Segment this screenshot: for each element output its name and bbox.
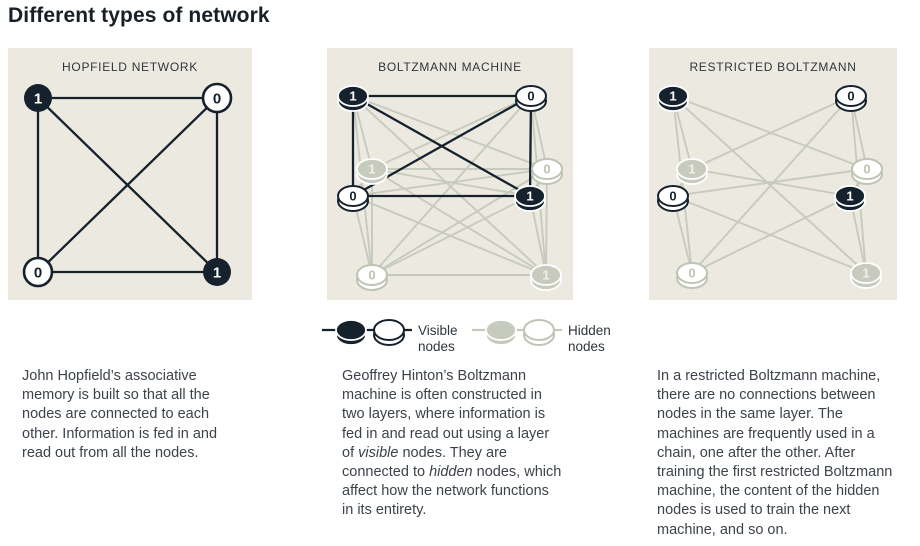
svg-text:0: 0	[368, 268, 375, 283]
node-visible-0	[373, 319, 405, 346]
restricted-boltzmann-description: In a restricted Boltzmann machine,there …	[657, 368, 893, 538]
legend-label: nodes	[418, 339, 455, 354]
network-edge-gray	[371, 95, 532, 170]
svg-text:0: 0	[669, 189, 676, 204]
node-hidden-0: 0	[851, 158, 883, 185]
network-edge-gray	[545, 168, 548, 276]
network-edge-gray	[691, 95, 852, 274]
hopfield-network-diagram: 1 0 0 1	[22, 82, 233, 288]
network-edge-gray	[530, 95, 547, 276]
network-edge-gray	[371, 168, 548, 276]
legend-label: Hidden	[568, 323, 611, 338]
node-visible-1: 1	[514, 185, 546, 212]
svg-text:1: 1	[34, 91, 42, 108]
node-visible-1: 1	[657, 85, 689, 112]
svg-text:1: 1	[349, 89, 356, 104]
network-edge-gray	[352, 95, 373, 276]
svg-text:1: 1	[862, 266, 869, 281]
legend-label: nodes	[568, 339, 605, 354]
network-edge-gray	[672, 95, 867, 274]
svg-text:0: 0	[34, 265, 42, 282]
svg-text:1: 1	[669, 89, 676, 104]
hopfield-panel-caption: HOPFIELD NETWORK	[62, 60, 198, 74]
node-visible-0: 0	[657, 185, 689, 212]
node-visible-0: 0	[201, 82, 233, 114]
network-edge-gray	[371, 95, 532, 276]
svg-text:1: 1	[368, 162, 375, 177]
node-visible-0: 0	[337, 185, 369, 212]
hopfield-panel: 1 0 0 1 HOPFIELD NETWORK	[8, 48, 252, 300]
node-hidden-0: 0	[531, 158, 563, 185]
node-hidden-1: 1	[530, 264, 562, 291]
node-visible-1: 1	[24, 84, 52, 112]
node-hidden-0: 0	[676, 262, 708, 289]
svg-text:0: 0	[349, 189, 356, 204]
node-visible-0: 0	[835, 85, 867, 112]
boltzmann-panel-caption: BOLTZMANN MACHINE	[378, 60, 522, 74]
network-edge-gray	[691, 195, 851, 274]
svg-text:1: 1	[526, 189, 533, 204]
node-visible-1	[335, 319, 367, 346]
node-hidden-1: 1	[676, 158, 708, 185]
node-visible-0: 0	[515, 85, 547, 112]
svg-text:0: 0	[863, 162, 870, 177]
node-visible-1: 1	[834, 185, 866, 212]
network-edge-gray	[691, 95, 852, 170]
svg-text:0: 0	[543, 162, 550, 177]
svg-text:0: 0	[847, 89, 854, 104]
node-hidden-1: 1	[356, 158, 388, 185]
node-visible-1: 1	[203, 258, 231, 286]
network-edge-gray	[371, 168, 531, 197]
network-edge-gray	[371, 195, 531, 276]
network-edge-gray	[672, 95, 693, 274]
restricted-boltzmann-panel-caption: RESTRICTED BOLTZMANN	[689, 60, 857, 74]
node-hidden-1	[485, 319, 517, 346]
network-edge-gray	[850, 95, 867, 274]
network-edge-dark	[37, 97, 218, 273]
svg-text:1: 1	[213, 265, 221, 282]
legend-label: Visible	[418, 323, 458, 338]
network-edge-gray	[691, 168, 851, 197]
svg-text:0: 0	[213, 91, 221, 108]
node-visible-1: 1	[337, 85, 369, 112]
svg-text:0: 0	[688, 266, 695, 281]
svg-text:1: 1	[846, 189, 853, 204]
svg-text:1: 1	[542, 268, 549, 283]
node-hidden-1: 1	[850, 262, 882, 289]
node-hidden-0: 0	[356, 264, 388, 291]
network-edge-dark	[528, 95, 533, 197]
page-title: Different types of network	[8, 4, 270, 27]
node-visible-0: 0	[22, 256, 54, 288]
svg-text:0: 0	[527, 89, 534, 104]
node-hidden-0	[523, 319, 555, 346]
svg-text:1: 1	[688, 162, 695, 177]
network-edge-gray	[352, 95, 547, 276]
